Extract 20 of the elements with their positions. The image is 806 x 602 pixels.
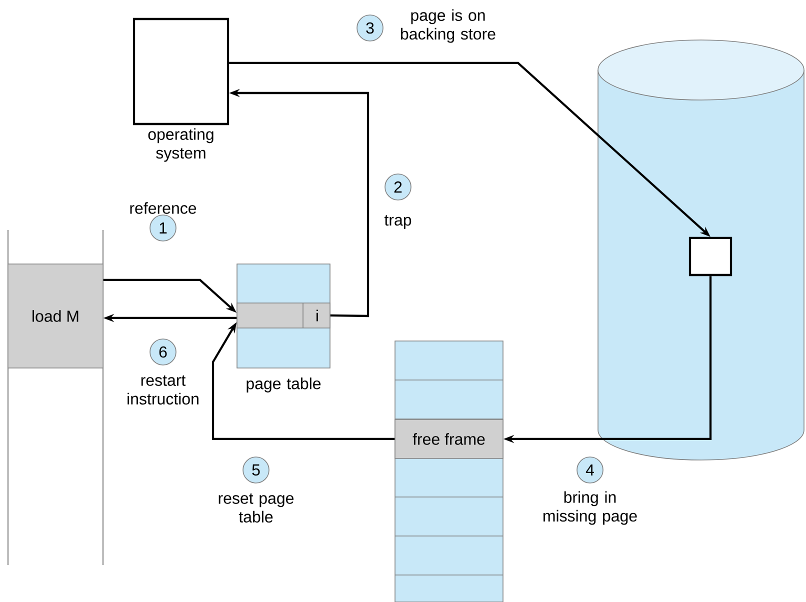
- node-label: operating system: [148, 128, 214, 162]
- step-number: 1: [150, 214, 176, 242]
- step-label: page is on backing store: [401, 9, 496, 43]
- step-number: 3: [356, 14, 384, 42]
- process-box: operating system: [132, 18, 230, 162]
- instruction-box: load M: [8, 264, 104, 368]
- step-number: 4: [576, 456, 604, 484]
- step-number: 5: [242, 456, 270, 484]
- free-frame: free frame: [394, 419, 504, 459]
- step-label: reset page table: [218, 493, 294, 523]
- step-label: restart instruction: [128, 375, 198, 405]
- step-label: reference: [130, 202, 196, 214]
- step-number: 2: [384, 174, 412, 200]
- node-label: page table: [246, 378, 321, 392]
- step-label: trap: [384, 215, 412, 229]
- step-number: 6: [150, 338, 176, 366]
- page-box: [688, 236, 732, 276]
- step-label: bring in missing page: [544, 491, 637, 525]
- cylinder-drawing: [598, 40, 804, 460]
- table-entry: i: [236, 302, 330, 328]
